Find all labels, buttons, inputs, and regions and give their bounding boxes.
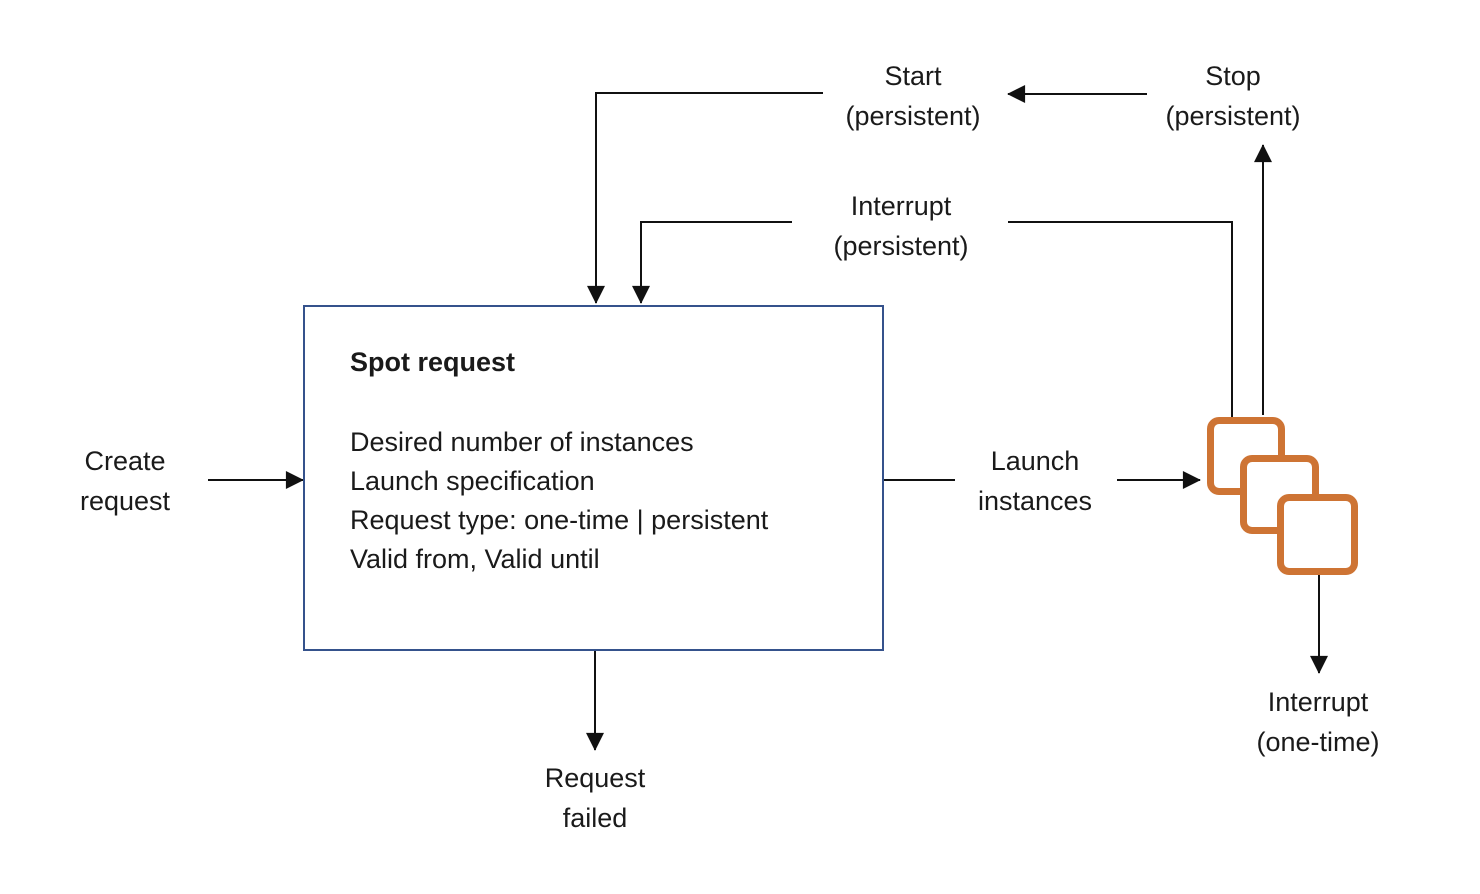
- label-create-request-line1: Create: [84, 446, 166, 476]
- instance-square-front-icon: [1277, 494, 1358, 575]
- label-interrupt-one-time: Interrupt (one-time): [1256, 682, 1379, 762]
- label-stop-line1: Stop: [1205, 61, 1261, 91]
- label-stop-persistent: Stop (persistent): [1165, 56, 1300, 136]
- spot-request-line-valid-from-until: Valid from, Valid until: [350, 544, 600, 574]
- spot-request-line-launch-specification: Launch specification: [350, 466, 595, 496]
- label-interrupt-persistent-line2: (persistent): [833, 231, 969, 261]
- label-start-line2: (persistent): [845, 101, 981, 131]
- label-create-request: Create request: [80, 441, 170, 521]
- label-launch-line2: instances: [977, 486, 1093, 516]
- label-interrupt-persistent-line1: Interrupt: [850, 191, 952, 221]
- arrow-start-into-box: [587, 92, 823, 304]
- label-start-line1: Start: [884, 61, 942, 91]
- label-launch-line1: Launch: [990, 446, 1080, 476]
- spot-request-box: Spot request Desired number of instances…: [303, 305, 884, 651]
- label-start-persistent: Start (persistent): [845, 56, 980, 136]
- label-interrupt-persistent: Interrupt (persistent): [833, 186, 968, 266]
- arrow-interrupt-into-box: [632, 221, 792, 304]
- label-interrupt-onetime-line1: Interrupt: [1267, 687, 1369, 717]
- spot-request-line-desired-instances: Desired number of instances: [350, 427, 694, 457]
- line-interrupt-to-instances: [1008, 221, 1233, 417]
- label-request-failed-line2: failed: [562, 803, 628, 833]
- label-request-failed: Request failed: [545, 758, 646, 838]
- label-launch-instances: Launch instances: [978, 441, 1092, 521]
- label-create-request-line2: request: [79, 486, 171, 516]
- label-request-failed-line1: Request: [544, 763, 646, 793]
- spot-request-line-request-type: Request type: one-time | persistent: [350, 505, 769, 535]
- label-interrupt-onetime-line2: (one-time): [1256, 727, 1380, 757]
- label-stop-line2: (persistent): [1165, 101, 1301, 131]
- spot-request-title: Spot request: [350, 347, 516, 377]
